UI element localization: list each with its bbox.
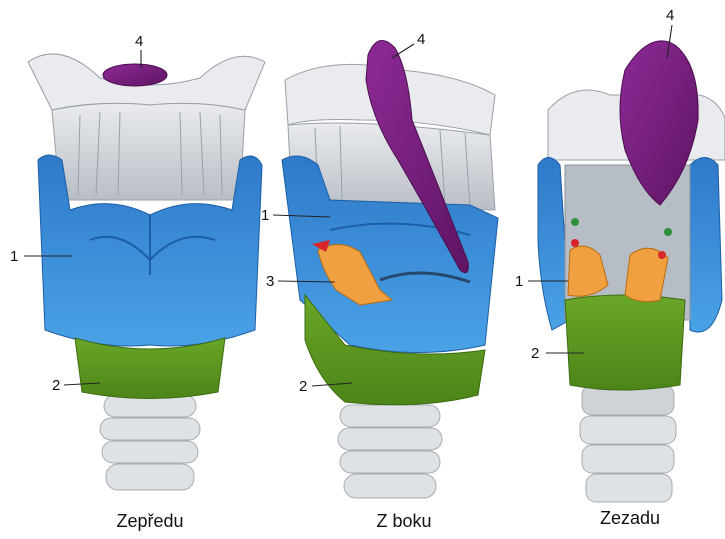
caption-back: Zezadu — [600, 508, 660, 528]
side-label-3: 3 — [266, 273, 274, 290]
back-label-4: 4 — [666, 7, 674, 24]
front-epiglottis — [103, 64, 167, 86]
side-label-2: 2 — [299, 378, 307, 395]
back-cricoid — [565, 295, 685, 390]
front-trachea — [100, 395, 200, 490]
caption-front: Zepředu — [116, 511, 183, 531]
side-label-4: 4 — [417, 31, 425, 48]
front-cricoid — [75, 338, 225, 399]
back-label-1: 1 — [515, 273, 523, 290]
back-thyroid-right — [690, 158, 722, 333]
side-trachea — [338, 405, 442, 498]
front-view — [28, 54, 265, 490]
back-trachea — [580, 385, 676, 502]
side-label-1: 1 — [261, 207, 269, 224]
caption-side: Z boku — [376, 511, 431, 531]
side-view — [282, 40, 498, 498]
back-label-2: 2 — [531, 345, 539, 362]
front-label-2: 2 — [52, 377, 60, 394]
front-label-1: 1 — [10, 248, 18, 265]
front-label-4: 4 — [135, 33, 143, 50]
back-view — [538, 41, 725, 502]
front-membrane — [52, 103, 245, 200]
